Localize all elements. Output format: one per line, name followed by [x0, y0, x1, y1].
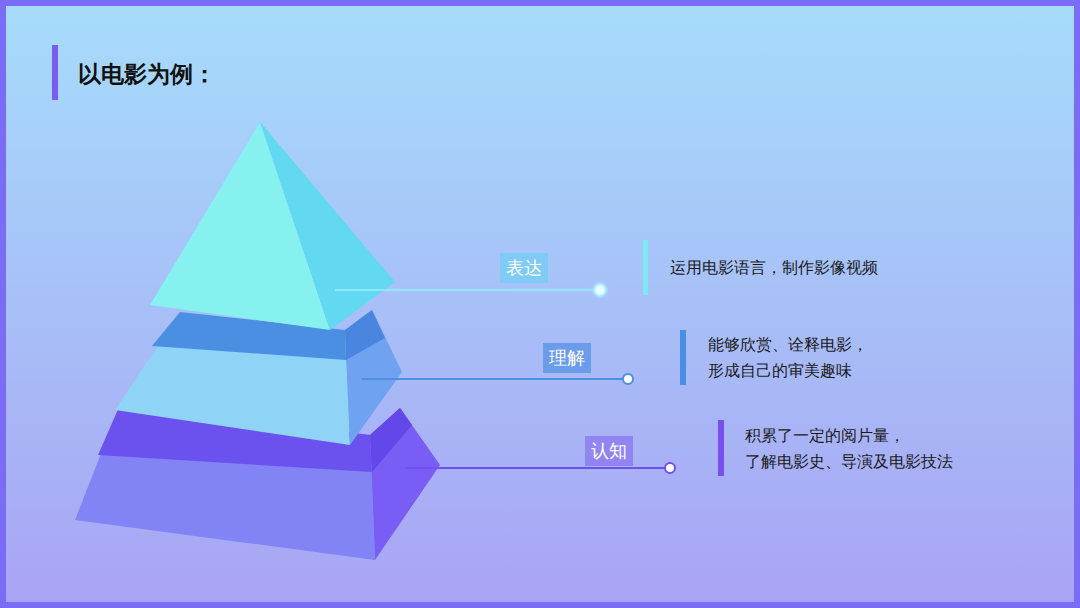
description-text: 能够欣赏、诠释电影， 形成自己的审美趣味: [708, 332, 932, 384]
tier-label: 认知: [585, 436, 633, 466]
tier-label-text: 理解: [549, 347, 585, 368]
description-text: 积累了一定的阅片量， 了解电影史、导演及电影技法: [745, 423, 969, 475]
accent-bar: [718, 420, 724, 476]
accent-bar: [643, 240, 648, 295]
page-ground: [6, 6, 1074, 602]
tier-label: 理解: [543, 343, 591, 373]
leader-lines: [335, 281, 675, 473]
title-bar: [52, 45, 58, 100]
slide-title: 以电影为例：: [78, 59, 216, 90]
pyramid-top-tier: [150, 122, 395, 330]
pyramid-middle-tier: [115, 310, 402, 445]
accent-bar: [680, 330, 686, 385]
tier-label: 表达: [500, 253, 548, 283]
tier-label-text: 认知: [591, 440, 627, 461]
tier-label-text: 表达: [506, 257, 542, 278]
description-text: 运用电影语言，制作影像视频: [670, 255, 894, 281]
